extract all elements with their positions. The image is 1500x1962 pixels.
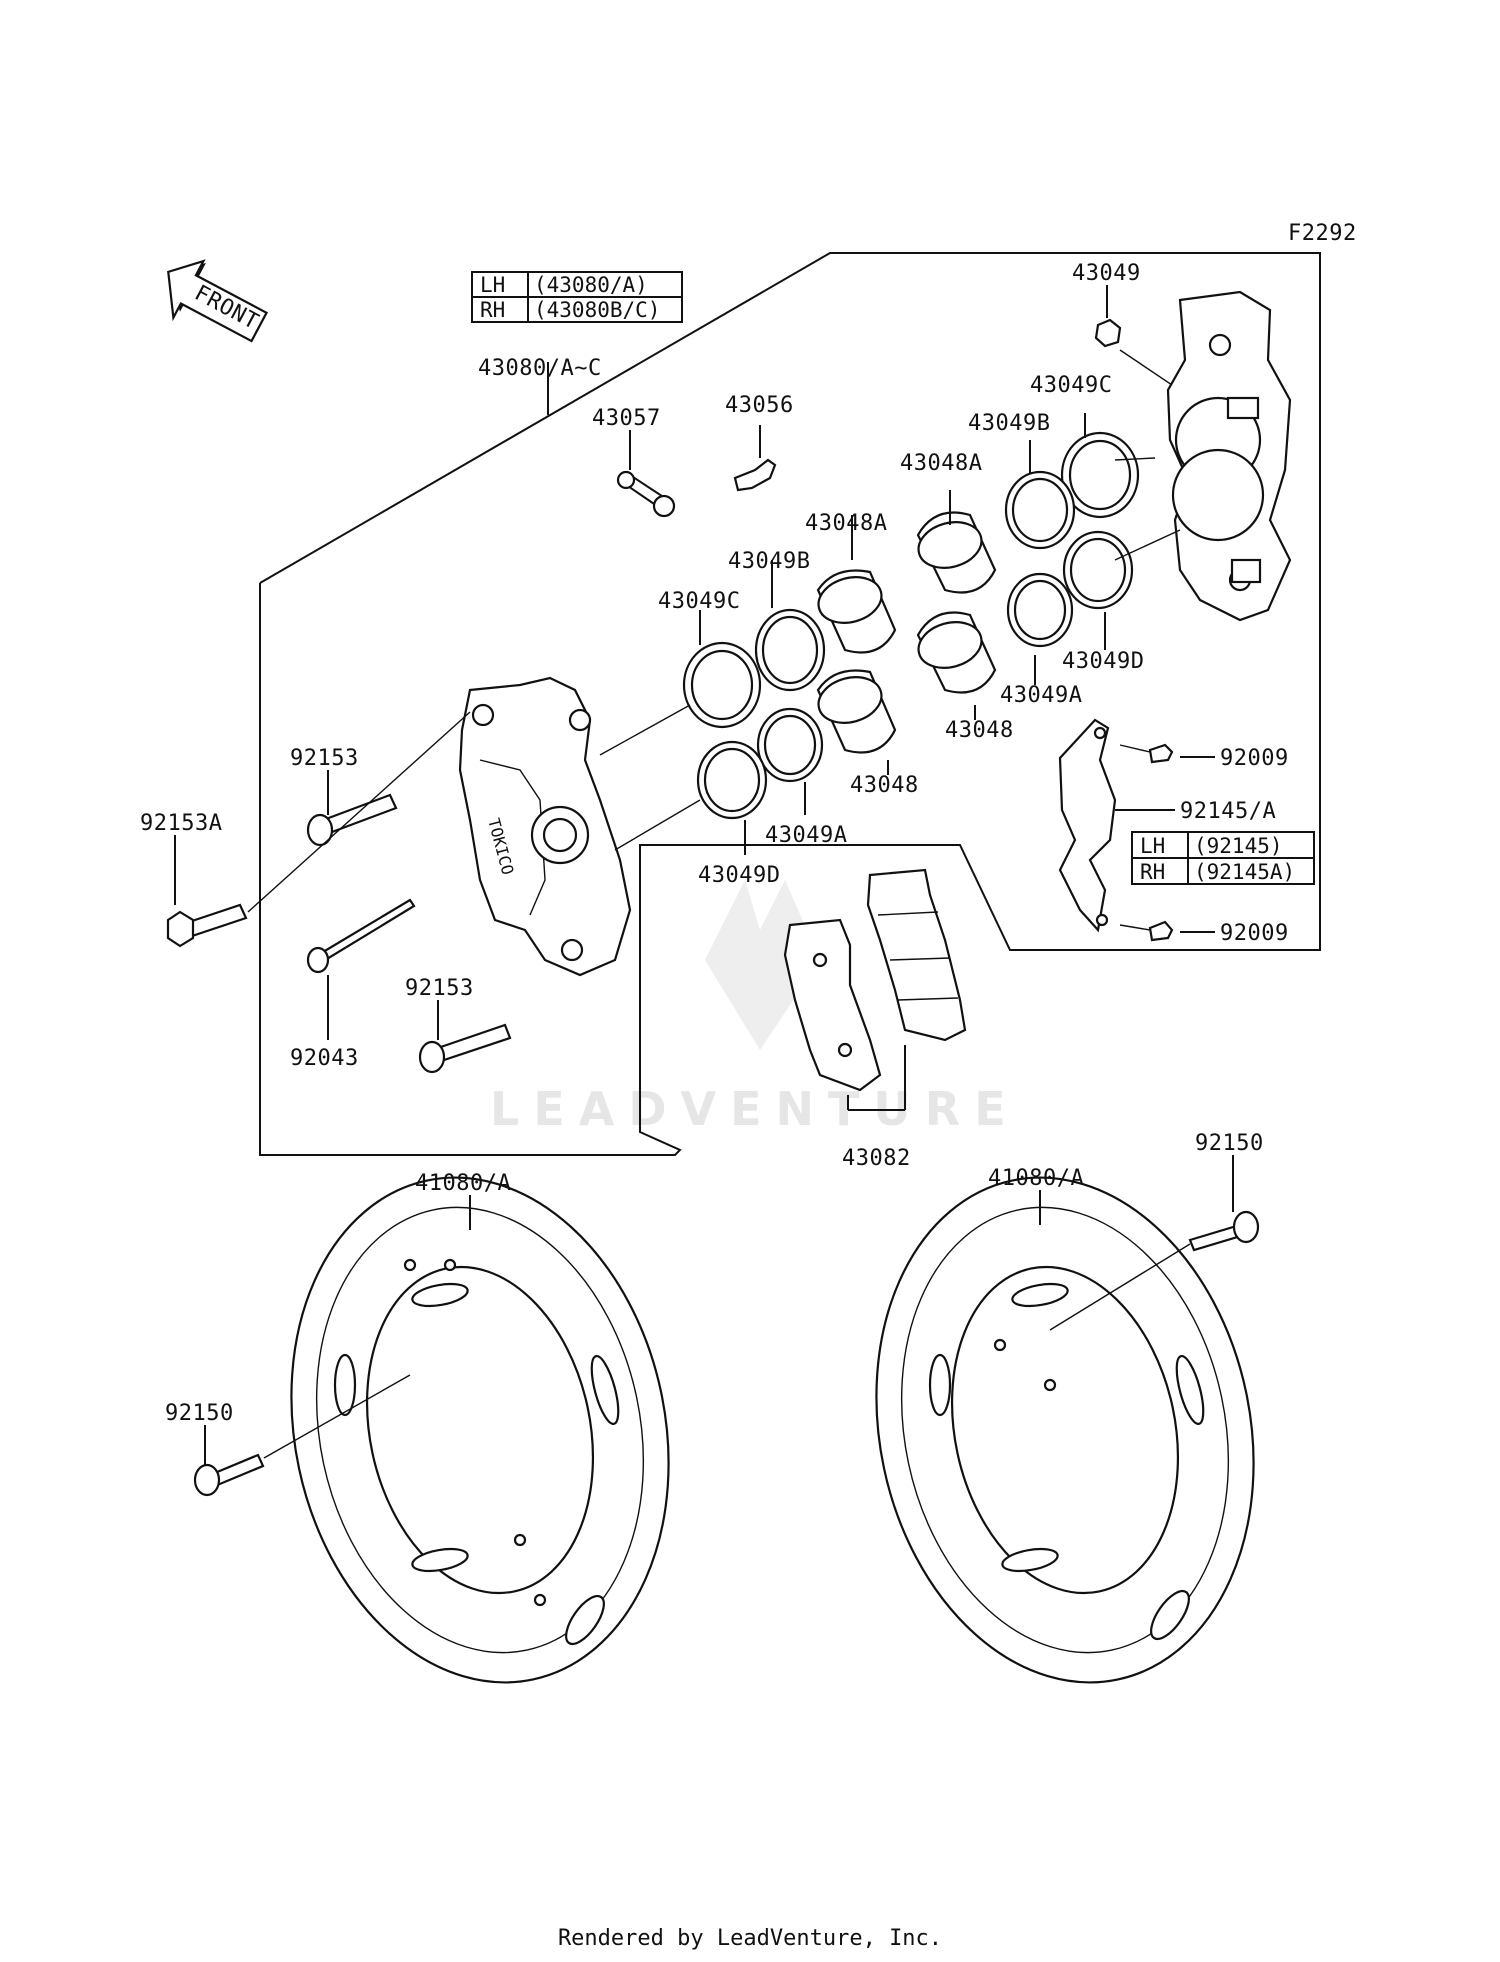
label-43049B-right: 43049B (968, 411, 1050, 436)
label-43049B-left: 43049B (728, 549, 810, 574)
label-41080A-right: 41080/A (988, 1166, 1084, 1191)
label-43048-left: 43048 (850, 773, 919, 798)
leader-lines (699, 413, 1215, 933)
label-92145A: 92145/A (1180, 799, 1276, 824)
bracket-92145 (1058, 718, 1174, 942)
caliper-table-rh-code: (43080B/C) (534, 298, 660, 322)
label-43049C-left: 43049C (658, 589, 740, 614)
nut-43049 (1094, 285, 1122, 348)
left-pistons-seals (599, 569, 897, 851)
brake-disc-left (290, 1176, 670, 1684)
label-43057: 43057 (592, 406, 661, 431)
watermark-text: LEADVENTURE (490, 1082, 1020, 1136)
watermark: LEADVENTURE (490, 880, 1020, 1136)
caliper-half-left: TOKICO (458, 676, 632, 977)
bleed-cap-43057 (616, 430, 676, 518)
bracket-table-lh-code: (92145) (1194, 834, 1283, 858)
right-pistons-seals (916, 431, 1181, 694)
disc-bolt-right (1049, 1155, 1260, 1331)
label-43048A-left: 43048A (805, 511, 887, 536)
label-92153-bottom: 92153 (405, 976, 474, 1001)
part-labels: 43080/A~C 43057 43056 43049 43049C 43049… (140, 261, 1289, 1426)
label-43082: 43082 (842, 1146, 911, 1171)
label-43056: 43056 (725, 393, 794, 418)
caliper-spec-table: LH (43080/A) RH (43080B/C) (471, 271, 683, 323)
label-43049D-left: 43049D (698, 863, 780, 888)
bracket-table-lh-side: LH (1140, 834, 1165, 858)
label-43049A-right: 43049A (1000, 683, 1082, 708)
label-43048-right: 43048 (945, 718, 1014, 743)
bolt-92153A (166, 711, 471, 948)
bracket-table-rh-side: RH (1140, 860, 1165, 884)
caliper-table-lh-side: LH (480, 273, 505, 297)
label-92009-top: 92009 (1220, 746, 1289, 771)
bracket-table-rh-code: (92145A) (1194, 860, 1295, 884)
label-41080A-left: 41080/A (415, 1171, 511, 1196)
assembly-frame (259, 252, 1321, 1156)
label-43049A-left: 43049A (765, 823, 847, 848)
label-43049C-right: 43049C (1030, 373, 1112, 398)
footer-credit: Rendered by LeadVenture, Inc. (557, 1926, 943, 1951)
disc-bolt-left (193, 1374, 411, 1497)
label-92153-top: 92153 (290, 746, 359, 771)
bolt-92153-top (306, 770, 398, 847)
label-43048A-right: 43048A (900, 451, 982, 476)
caliper-table-rh-side: RH (480, 298, 505, 322)
brake-pads-43082 (783, 868, 967, 1111)
brake-disc-right (875, 1176, 1255, 1684)
front-arrow-icon: FRONT (167, 259, 269, 343)
label-92043: 92043 (290, 1046, 359, 1071)
label-43049D-right: 43049D (1062, 649, 1144, 674)
label-43049: 43049 (1072, 261, 1141, 286)
bleeder-valve-43056 (733, 425, 777, 492)
label-92150-left: 92150 (165, 1401, 234, 1426)
label-92009-bottom: 92009 (1220, 921, 1289, 946)
bracket-spec-table: LH (92145) RH (92145A) (1131, 831, 1315, 885)
bolt-92153-bottom (418, 1000, 512, 1074)
pin-92043 (306, 898, 416, 1040)
label-92150-right: 92150 (1195, 1131, 1264, 1156)
label-caliper-assy: 43080/A~C (478, 356, 602, 381)
caliper-half-right (1119, 290, 1292, 622)
caliper-table-lh-code: (43080/A) (534, 273, 648, 297)
figure-code: F2292 (1288, 221, 1357, 246)
label-92153A: 92153A (140, 811, 222, 836)
